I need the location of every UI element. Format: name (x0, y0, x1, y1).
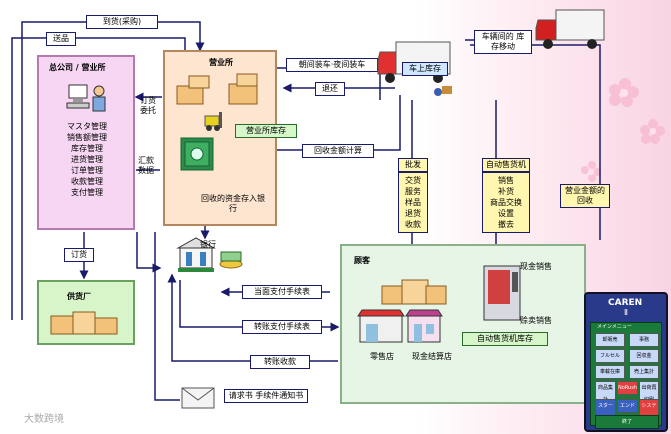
convenience-store-icon (405, 309, 443, 343)
label-transfer-slip: 转账支付手续表 (242, 320, 322, 334)
vending-item: 销售 (498, 176, 514, 185)
handheld-brand: CAREN (608, 298, 643, 308)
menu-button-collection[interactable]: 回収金 (629, 349, 659, 363)
retail-store-label: 零售店 (370, 352, 394, 361)
money-icon (219, 251, 243, 269)
card-sales-label: 赊卖销售 (520, 316, 552, 325)
menu-button-norush[interactable]: NoRush (617, 381, 638, 395)
collection-label: 营业金额的回收 (560, 184, 610, 208)
vending-title: 自动售货机 (482, 158, 530, 172)
wholesale-item: 样品 (405, 198, 421, 207)
handheld-menu-title: メインメニュー (597, 324, 632, 330)
hq-function: 收款管理 (71, 177, 103, 186)
handheld-screen: メインメニュー 卸販売 事務 フルセル 回収金 車載在庫 売上集計 商品集計 N… (590, 322, 662, 429)
hq-function: マスタ管理 (67, 122, 107, 131)
supplier-title: 供货厂 (67, 292, 91, 301)
vending-item: 补货 (498, 187, 514, 196)
label-payment-slip: 当面支付手续表 (242, 285, 322, 299)
branch-box: 营业所 营业所库存 回收的资金存入银行 (163, 50, 297, 226)
label-order-purchase: 到货(采购) (86, 15, 158, 29)
label-delivery: 朝间装车·夜间装车 (286, 58, 378, 72)
wholesale-item: 服务 (405, 187, 421, 196)
supplier-box: 供货厂 (37, 280, 135, 345)
flower-decoration (581, 78, 665, 182)
menu-button-fullserve[interactable]: フルセル (595, 349, 625, 363)
menu-button-exit[interactable]: 終了 (595, 415, 659, 429)
bank-icon (176, 237, 216, 272)
label-order-request: 订货 委托 (140, 96, 156, 115)
branch-inventory-label: 营业所库存 (235, 124, 297, 138)
customer-boxes-icon (381, 279, 447, 305)
label-inter-vehicle: 车辆间的 库存移动 (474, 30, 532, 54)
menu-button-sales-total[interactable]: 売上集計 (629, 365, 659, 379)
branch-deposit-text: 回收的资金存入银行 (201, 194, 265, 213)
vending-item: 商品交换 (490, 198, 522, 207)
handheld-brand-sub: Ⅱ (624, 308, 628, 317)
vending-list: 销售 补货 商品交换 设置 撤去 (482, 172, 530, 233)
label-transfer-receipt: 转账收款 (250, 355, 310, 369)
hq-function: 订单管理 (71, 166, 103, 175)
label-invoice: 请求书 手续件通知书 (224, 389, 308, 403)
hq-function-list: マスタ管理 销售额管理 库存管理 进货管理 订单管理 收款管理 支付管理 (55, 121, 119, 198)
transfer-truck-icon (535, 9, 605, 49)
menu-button-vehicle-stock[interactable]: 車載在庫 (595, 365, 625, 379)
label-remittance: 汇款 数据 (138, 156, 154, 175)
wholesale-item: 交货 (405, 176, 421, 185)
mail-icon (181, 387, 215, 409)
wholesale-list: 交货 服务 样品 退货 收款 (398, 172, 428, 233)
watermark: 大数跨境 (24, 414, 64, 425)
vending-machine-icon (483, 265, 521, 321)
boxes-icon (176, 73, 258, 105)
branch-title: 营业所 (209, 58, 233, 67)
menu-button-office[interactable]: 事務 (629, 333, 659, 347)
menu-button-end[interactable]: エンド (617, 399, 638, 413)
safe-icon (180, 137, 214, 171)
vending-item: 撤去 (498, 220, 514, 229)
convenience-store-label: 现金结算店 (412, 352, 452, 361)
handheld-device: CAREN Ⅱ メインメニュー 卸販売 事務 フルセル 回収金 車載在庫 売上集… (584, 292, 668, 432)
machine-inventory-label: 自动售货机库存 (462, 332, 548, 346)
hq-box: 总公司 / 营业所 マスタ管理 销售额管理 库存管理 进货管理 订单管理 收款管… (37, 55, 135, 230)
wholesale-item: 收款 (405, 220, 421, 229)
menu-button-wholesale[interactable]: 卸販売 (595, 333, 625, 347)
bank-label: 银行 (200, 240, 216, 249)
hq-function: 进货管理 (71, 155, 103, 164)
hq-function: 销售额管理 (67, 133, 107, 142)
customer-title: 顾客 (354, 256, 370, 265)
label-collection-calc: 回收金额计算 (302, 144, 374, 158)
hq-function: 支付管理 (71, 188, 103, 197)
truck-inventory-label: 车上库存 (402, 62, 448, 76)
vending-item: 设置 (498, 209, 514, 218)
hq-title: 总公司 / 营业所 (49, 63, 106, 72)
label-shipping: 送品 (46, 32, 76, 46)
customer-box: 顾客 零售店 现金结算店 现金销售 赊卖销售 自动售货机库存 (340, 244, 586, 404)
wholesale-item: 退货 (405, 209, 421, 218)
retail-store-icon (357, 309, 405, 343)
hq-function: 库存管理 (71, 144, 103, 153)
forklift-icon (204, 112, 222, 131)
computer-user-icon (66, 84, 106, 112)
label-return: 退还 (315, 82, 345, 96)
cash-sales-label: 现金销售 (520, 262, 552, 271)
label-order-to-supplier: 订货 (64, 248, 94, 262)
wholesale-title: 批发 (398, 158, 428, 172)
supplier-boxes-icon (50, 311, 118, 335)
